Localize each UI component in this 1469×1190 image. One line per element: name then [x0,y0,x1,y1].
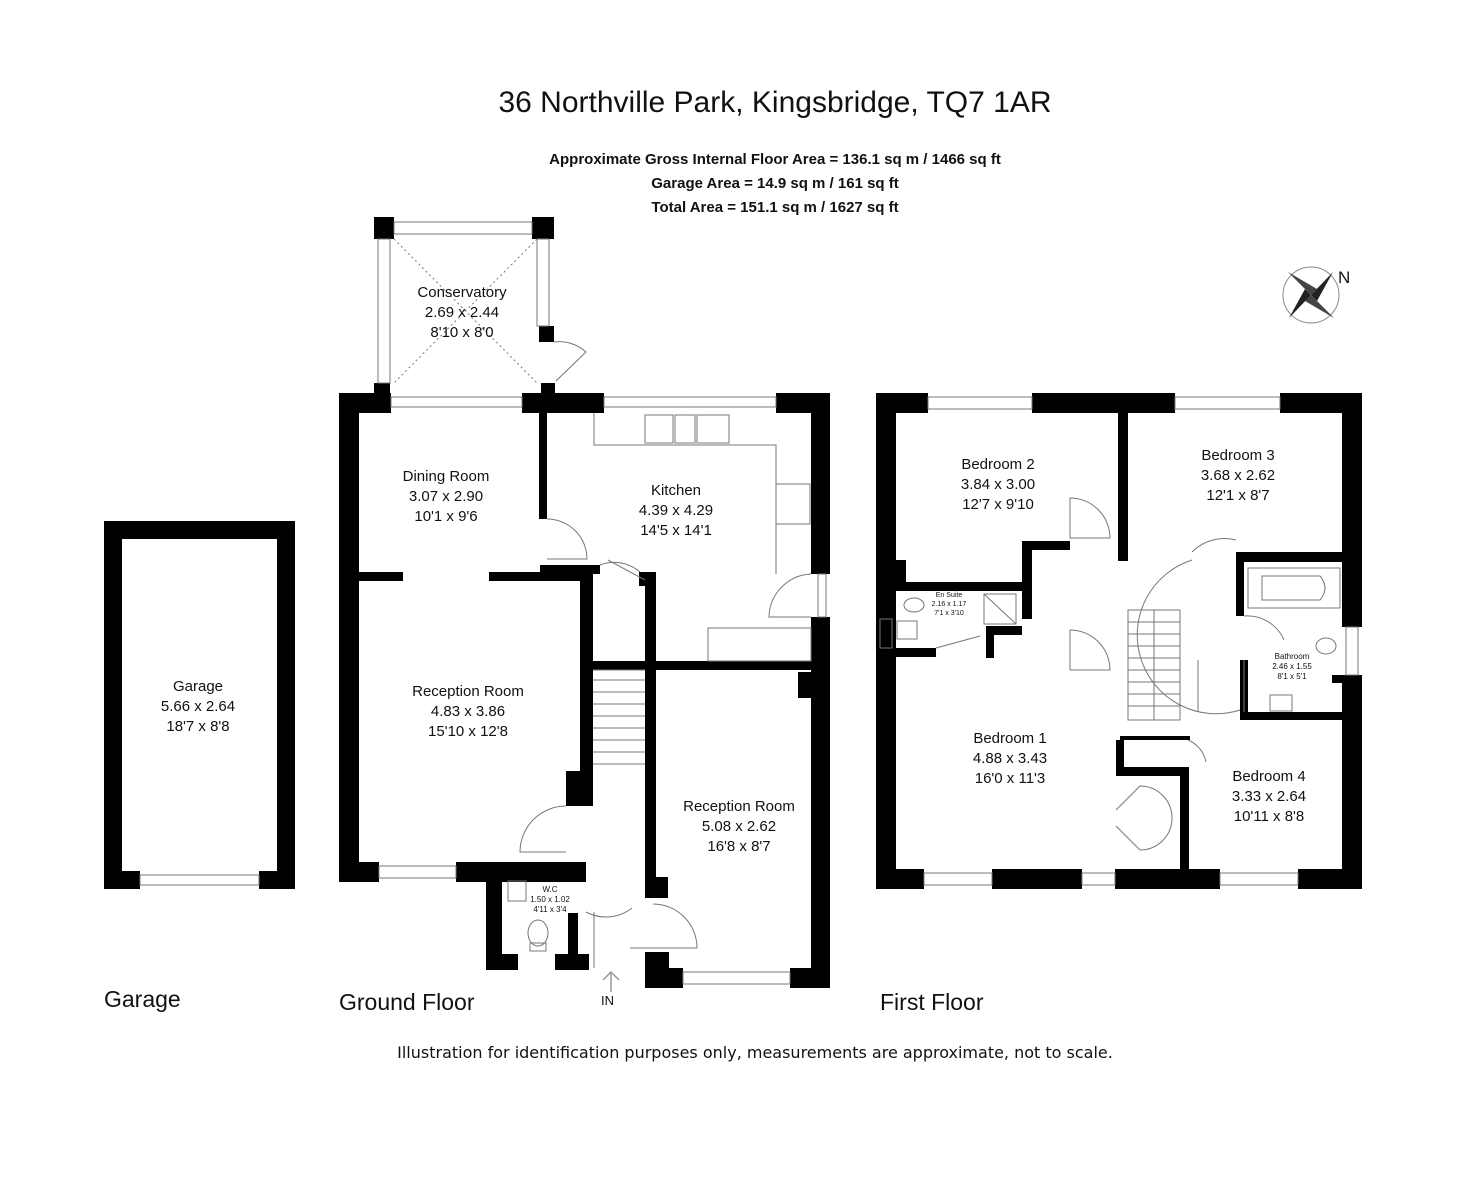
room-name: Bedroom 3 [1201,447,1275,464]
room-metric: 3.33 x 2.64 [1231,787,1307,805]
room-bedroom-1: Bedroom 1 4.88 x 3.43 16'0 x 11'3 [932,729,1088,788]
room-reception-1: Reception Room 4.83 x 3.86 15'10 x 12'8 [385,682,551,741]
room-bedroom-4: Bedroom 4 3.33 x 2.64 10'11 x 8'8 [1191,767,1347,826]
room-conservatory: Conservatory 2.69 x 2.44 8'10 x 8'0 [386,283,538,342]
total-area: Total Area = 151.1 sq m / 1627 sq ft [651,199,899,216]
room-metric: 1.50 x 1.02 [530,895,570,904]
room-imperial: 18'7 x 8'8 [166,717,230,735]
floor-label-garage: Garage [104,986,181,1012]
room-imperial: 8'1 x 5'1 [1277,672,1307,681]
floor-label-ground: Ground Floor [339,989,475,1015]
room-name: W.C [542,885,558,894]
entrance-label: IN [601,993,614,1008]
room-metric: 4.88 x 3.43 [972,749,1048,767]
room-name: Dining Room [402,468,490,485]
room-bedroom-2: Bedroom 2 3.84 x 3.00 12'7 x 9'10 [920,455,1076,514]
disclaimer: Illustration for identification purposes… [397,1043,1113,1062]
room-imperial: 16'8 x 8'7 [707,837,771,855]
room-name: Reception Room [683,798,795,815]
room-imperial: 10'1 x 9'6 [414,507,478,525]
north-label: N [1338,268,1351,287]
room-name: Reception Room [412,683,524,700]
room-metric: 3.84 x 3.00 [960,475,1036,493]
fixtures-lines [139,221,1359,985]
room-name: Conservatory [417,284,507,301]
room-reception-2: Reception Room 5.08 x 2.62 16'8 x 8'7 [656,797,822,856]
room-imperial: 8'10 x 8'0 [430,323,494,341]
room-name: Bedroom 2 [961,456,1035,473]
room-name: Bedroom 4 [1232,768,1306,785]
room-imperial: 10'11 x 8'8 [1233,807,1305,825]
room-kitchen: Kitchen 4.39 x 4.29 14'5 x 14'1 [600,481,752,540]
property-address: 36 Northville Park, Kingsbridge, TQ7 1AR [498,86,1052,119]
room-metric: 5.66 x 2.64 [160,697,236,715]
room-bedroom-3: Bedroom 3 3.68 x 2.62 12'1 x 8'7 [1160,446,1316,505]
room-imperial: 15'10 x 12'8 [428,722,508,740]
room-metric: 5.08 x 2.62 [701,817,777,835]
entrance-arrow-icon [602,970,620,992]
room-metric: 4.39 x 4.29 [638,501,714,519]
room-bathroom: Bathroom 2.46 x 1.55 8'1 x 5'1 [1260,652,1324,682]
room-name: Kitchen [650,482,702,499]
room-name: Garage [172,678,224,695]
room-dining: Dining Room 3.07 x 2.90 10'1 x 9'6 [370,467,522,526]
room-metric: 3.68 x 2.62 [1200,466,1276,484]
floor-label-first: First Floor [880,989,984,1015]
room-imperial: 16'0 x 11'3 [974,769,1046,787]
walls [104,217,1362,988]
room-ensuite: En Suite 2.16 x 1.17 7'1 x 3'10 [920,591,978,618]
room-wc: W.C 1.50 x 1.02 4'11 x 3'4 [520,885,580,915]
room-name: Bathroom [1274,652,1310,661]
garage-area: Garage Area = 14.9 sq m / 161 sq ft [651,175,899,192]
room-imperial: 7'1 x 3'10 [934,610,964,618]
compass-icon [1282,266,1340,324]
room-metric: 2.16 x 1.17 [931,601,967,609]
room-metric: 4.83 x 3.86 [430,702,506,720]
room-imperial: 4'11 x 3'4 [533,905,567,914]
room-name: Bedroom 1 [973,730,1047,747]
room-name: En Suite [935,592,963,599]
room-imperial: 12'1 x 8'7 [1206,486,1270,504]
room-garage: Garage 5.66 x 2.64 18'7 x 8'8 [120,677,276,736]
gross-internal-area: Approximate Gross Internal Floor Area = … [549,151,1001,168]
room-metric: 2.69 x 2.44 [424,303,500,321]
room-metric: 3.07 x 2.90 [408,487,484,505]
room-imperial: 12'7 x 9'10 [962,495,1034,513]
room-imperial: 14'5 x 14'1 [640,521,712,539]
room-metric: 2.46 x 1.55 [1272,662,1312,671]
